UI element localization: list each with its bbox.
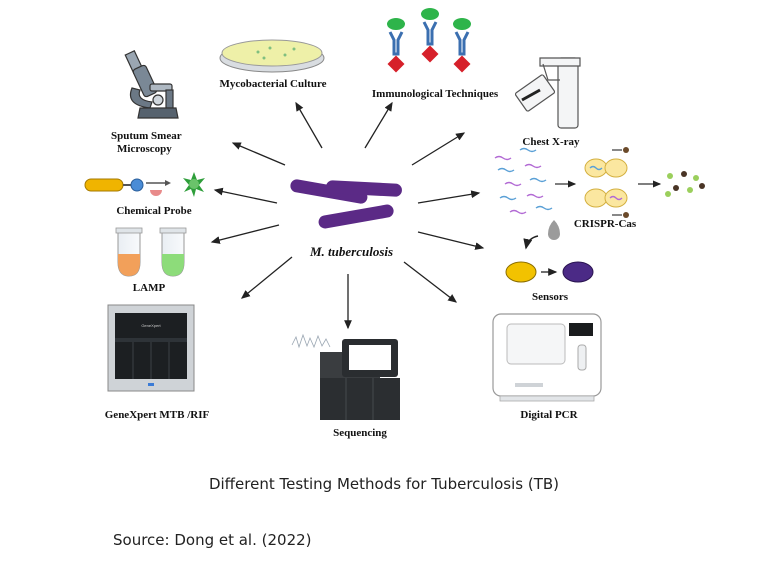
arrow-xray [411,132,466,166]
chemical-probe-icon [84,172,205,197]
arrow-microscopy [231,142,286,166]
label-chemical-probe: Chemical Probe [116,205,192,217]
antibody-icon [387,8,471,73]
arrow-culture [295,101,323,149]
arrows [210,101,485,330]
label-m-tuberculosis: M. tuberculosis [310,244,394,259]
sequencing-machine-icon [291,333,400,420]
label-crispr-cas: CRISPR-Cas [573,218,637,230]
genexpert-device-icon: GeneXpert [107,304,195,392]
diagram-canvas: GeneXpert [84,8,705,420]
sequencing-trace [291,333,331,349]
label-sensors: Sensors [531,291,569,303]
label-immunological-techniques: Immunological Techniques [371,88,499,100]
microscope-icon [124,50,179,119]
label-sequencing: Sequencing [333,427,387,439]
label-mycobacterial-culture: Mycobacterial Culture [219,78,327,90]
arrow-lamp [210,224,280,244]
culture-dish-icon [219,39,325,73]
arrow-genexpert [240,256,293,299]
label-sputum-smear: Sputum Smear [111,130,182,142]
lamp-tubes-icon [115,227,187,277]
arrow-immuno [364,101,393,149]
arrow-crispr [417,190,481,204]
label-genexpert: GeneXpert MTB /RIF [104,409,210,421]
sensors-icon [505,220,594,283]
arrow-chemical-probe [213,187,278,204]
label-lamp: LAMP [132,282,166,294]
label-microscopy: Microscopy [117,143,172,155]
device-brand-text: GeneXpert [141,323,161,328]
figure-caption: Different Testing Methods for Tuberculos… [208,475,560,493]
label-chest-xray: Chest X-ray [522,136,580,148]
bacteria-icon [290,179,402,229]
figure-source: Source: Dong et al. (2022) [113,531,312,549]
digital-pcr-device-icon [492,313,602,402]
label-digital-pcr: Digital PCR [520,409,578,421]
tb-testing-diagram: GeneXpert [84,8,705,439]
arrow-sensors [417,231,485,250]
arrow-digital-pcr [403,261,458,303]
crispr-cas-icon [494,147,705,218]
xray-machine-icon [514,57,581,129]
